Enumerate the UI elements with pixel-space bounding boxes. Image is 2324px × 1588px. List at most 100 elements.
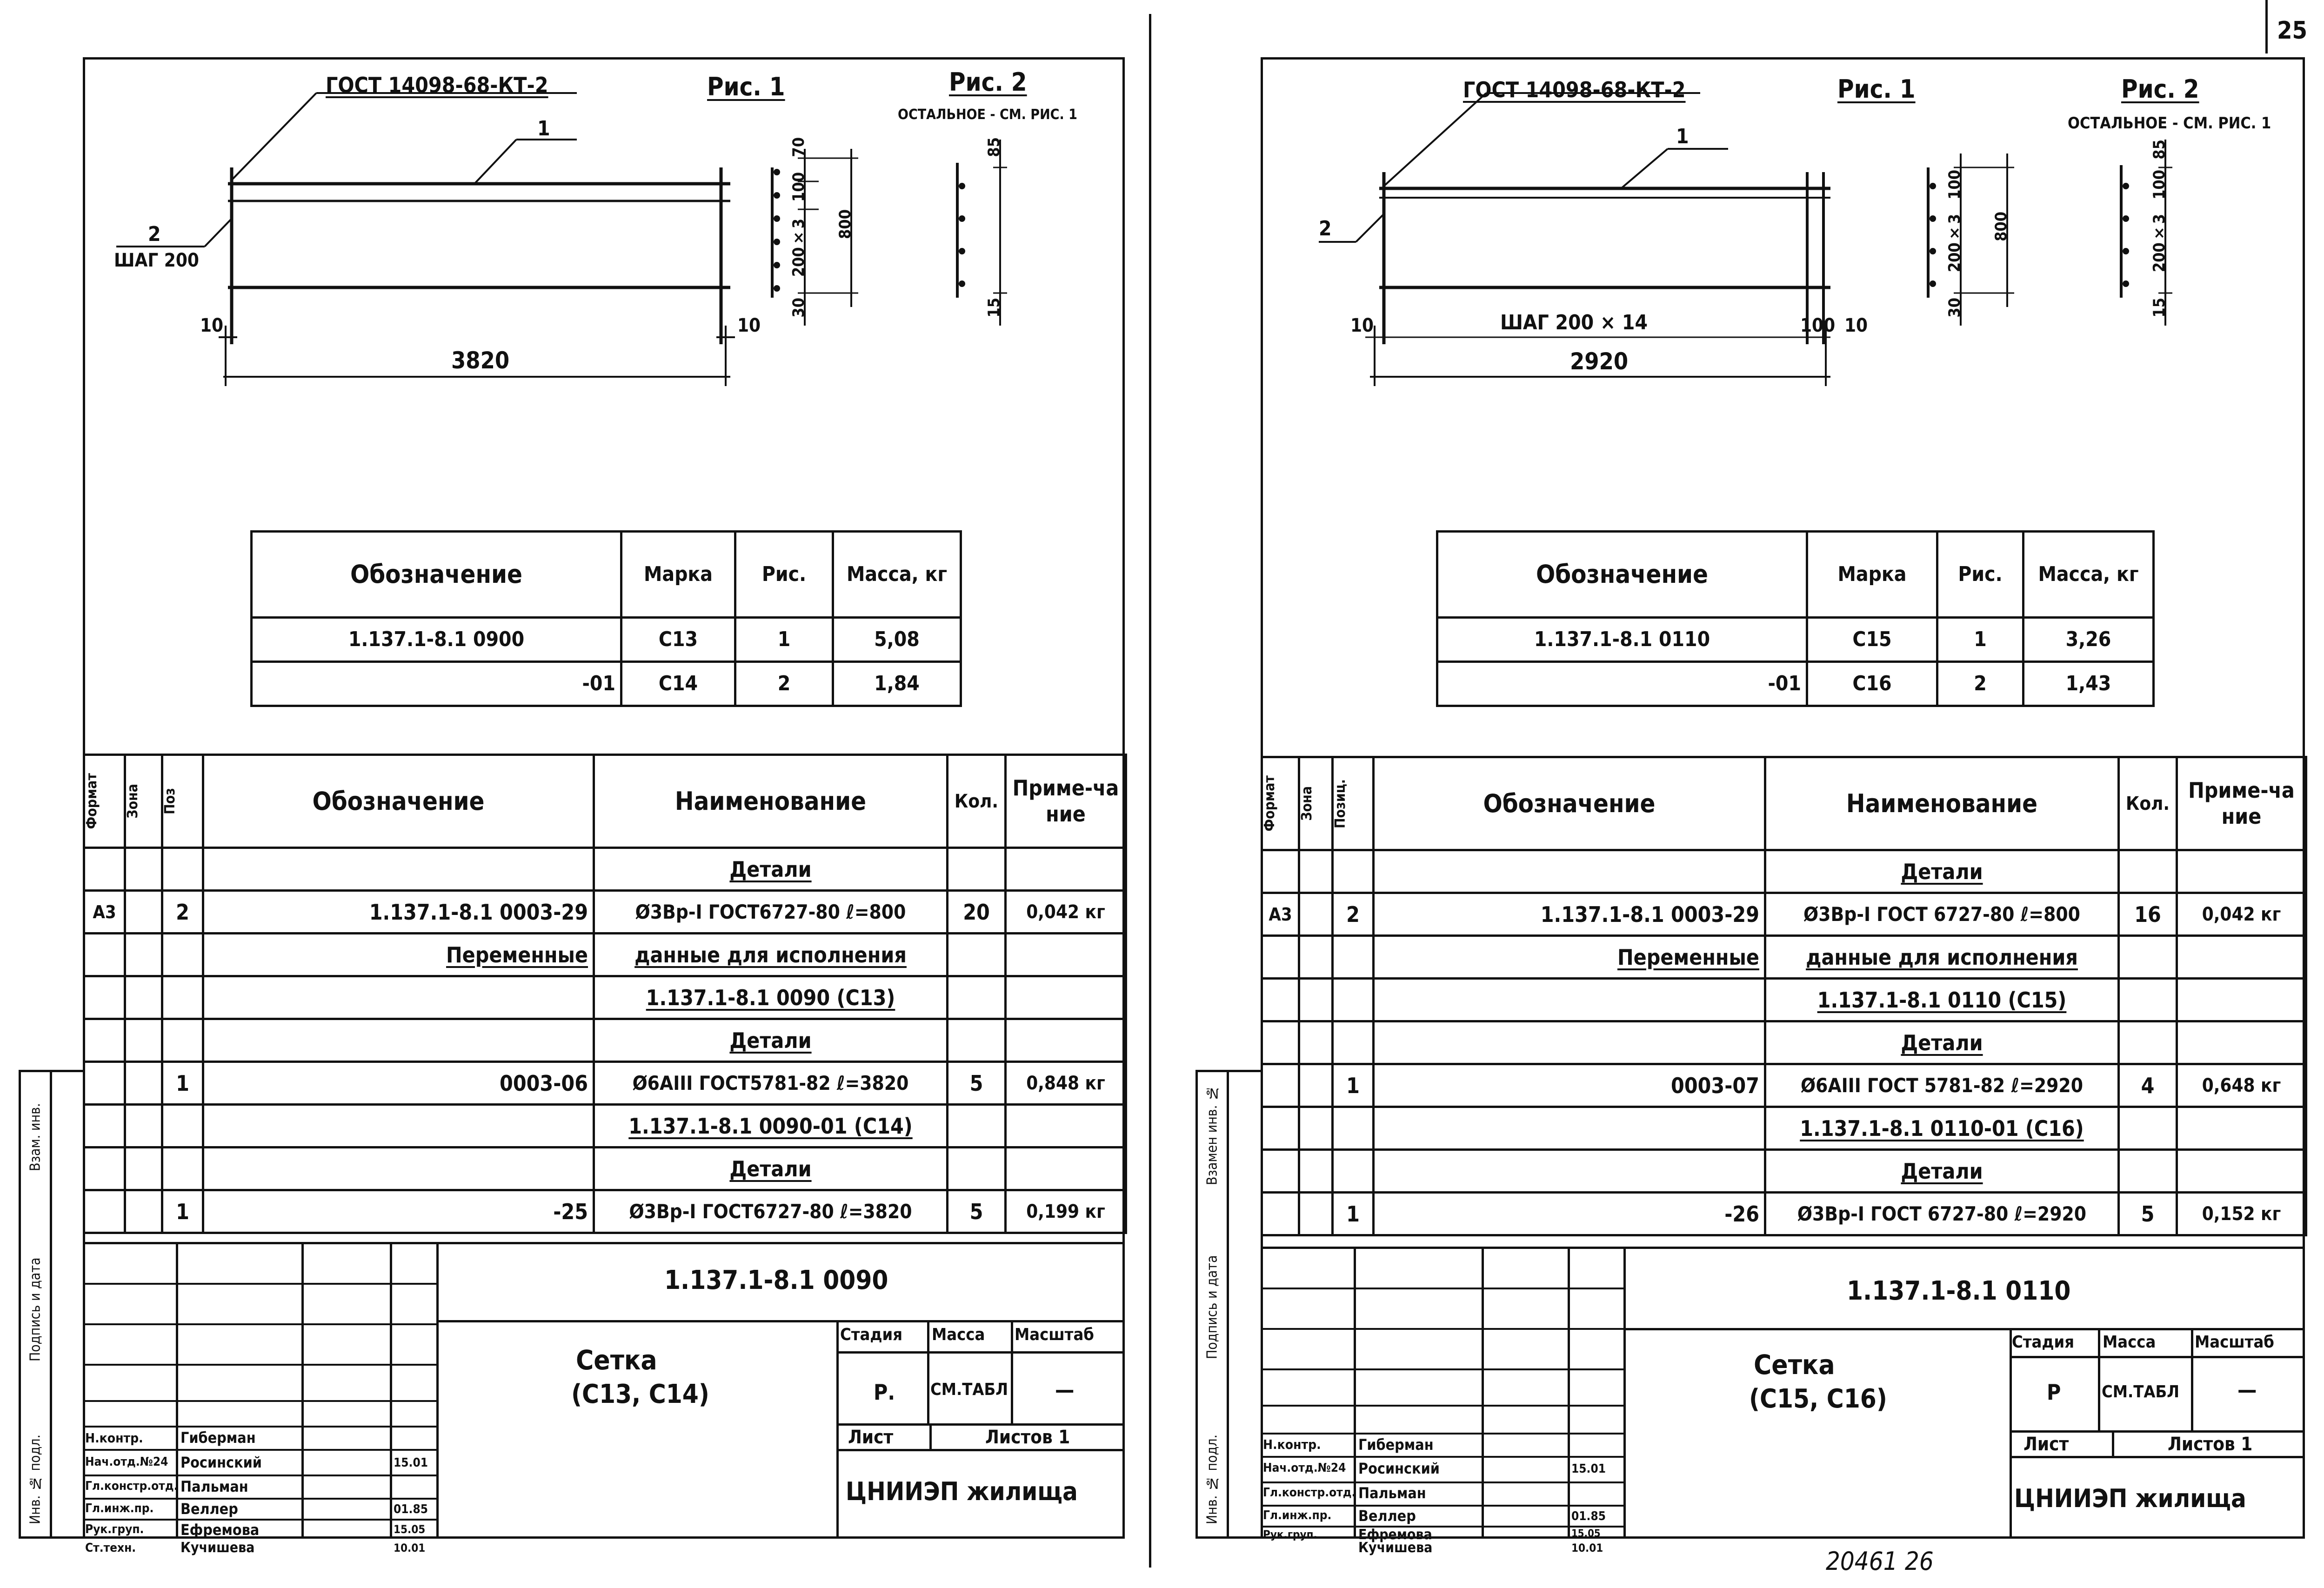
sec1-dim-100: 100 xyxy=(789,172,808,202)
marks-cell: С13 xyxy=(620,616,736,663)
title-code: 1.137.1-8.1 0110 xyxy=(1847,1276,2071,1306)
callout-2: 2 xyxy=(1319,217,1332,240)
org-name: ЦНИИЭП жилища xyxy=(2014,1484,2246,1513)
spec-qty: 5 xyxy=(2117,1191,2178,1236)
spec-note: 0,648 кг xyxy=(2176,1063,2307,1108)
spec-qty: 20 xyxy=(946,889,1007,934)
title-name-marks: (С15, С16) xyxy=(1749,1384,1887,1414)
person-name: Кучишева xyxy=(180,1540,255,1556)
spec-desig: -26 xyxy=(1372,1191,1766,1236)
role-label: Гл.констр.отд. xyxy=(1263,1486,1356,1500)
scale-value: — xyxy=(1055,1377,1075,1402)
org-name: ЦНИИЭП жилища xyxy=(846,1477,1078,1506)
spec-desig: -25 xyxy=(202,1189,595,1234)
marks-h-mass: Масса, кг xyxy=(832,530,962,619)
spec-table: Формат Зона Позиц. Обозначение Наименова… xyxy=(1261,756,2307,1236)
marks-cell: 1,43 xyxy=(2022,661,2155,707)
marks-h-designation: Обозначение xyxy=(250,530,622,619)
sheet-label: Лист xyxy=(848,1427,894,1448)
step-label: ШАГ 200 xyxy=(114,250,199,271)
spec-section: Детали xyxy=(1764,1148,2120,1194)
marks-table: Обозначение Марка Рис. Масса, кг 1.137.1… xyxy=(250,530,962,707)
role-label: Гл.инж.пр. xyxy=(85,1501,154,1515)
spec-qty: 4 xyxy=(2117,1063,2178,1108)
spec-h-qty: Кол. xyxy=(2117,756,2178,851)
spec-variant: 1.137.1-8.1 0110-01 (С16) xyxy=(1764,1106,2120,1151)
sec2-dim-15: 15 xyxy=(2150,298,2169,318)
role-label: Н.контр. xyxy=(85,1430,143,1446)
person-name: Пальман xyxy=(180,1478,248,1495)
callout-1: 1 xyxy=(537,117,550,140)
spec-qty: 16 xyxy=(2117,892,2178,937)
dim-right: 10 xyxy=(1844,315,1868,336)
callout-1: 1 xyxy=(1676,125,1689,148)
spec-variant: 1.137.1-8.1 0110 (С15) xyxy=(1764,977,2120,1022)
spec-note: 0,042 кг xyxy=(1004,889,1127,934)
sign-date: 01.85 xyxy=(394,1502,428,1516)
marks-table: Обозначение Марка Рис. Масса, кг 1.137.1… xyxy=(1436,530,2155,707)
sign-date: 15.01 xyxy=(394,1456,428,1470)
spec-variant: 1.137.1-8.1 0090-01 (С14) xyxy=(593,1103,948,1148)
sign-date: 01.85 xyxy=(1571,1509,1606,1523)
marks-cell: С14 xyxy=(620,661,736,707)
mass-header: Масса xyxy=(2103,1333,2156,1352)
spec-variable-label: данные для исполнения xyxy=(593,932,948,977)
spec-qty: 5 xyxy=(946,1189,1007,1234)
sidebar-sign: Подпись и дата xyxy=(1204,1255,1221,1359)
spec-table: Формат Зона Поз Обозначение Наименование… xyxy=(83,754,1127,1234)
spec-h-name: Наименование xyxy=(593,754,948,849)
spec-h-format: Формат xyxy=(83,754,126,849)
marks-h-fig: Рис. xyxy=(1936,530,2024,619)
fold-line xyxy=(1149,14,1151,1568)
sec2-dim-85: 85 xyxy=(2150,140,2169,160)
sheet-number: 25 xyxy=(2277,17,2308,45)
spec-pos: 2 xyxy=(161,889,204,934)
title-name-marks: (С13, С14) xyxy=(571,1379,709,1409)
sign-date: 10.01 xyxy=(394,1541,426,1555)
spec-name: Ø6АIII ГОСТ 5781-82 ℓ=2920 xyxy=(1764,1063,2120,1108)
sec2-dim-85: 85 xyxy=(985,137,1003,157)
spec-name: Ø3Вр-I ГОСТ 6727-80 ℓ=800 xyxy=(1764,892,2120,937)
sec1-dim-800: 800 xyxy=(836,209,855,239)
spec-name: Ø3Вр-I ГОСТ6727-80 ℓ=3820 xyxy=(593,1189,948,1234)
spec-h-designation: Обозначение xyxy=(202,754,595,849)
corner-divider xyxy=(2265,0,2268,53)
mass-value: СМ.ТАБЛ xyxy=(930,1380,1008,1399)
marks-cell: -01 xyxy=(250,661,622,707)
dim-total: 3820 xyxy=(451,347,510,374)
person-name: Ефремова xyxy=(180,1521,260,1539)
marks-h-mark: Марка xyxy=(620,530,736,619)
spec-section: Детали xyxy=(1764,1020,2120,1065)
person-name: Гиберман xyxy=(1358,1436,1434,1454)
sidebar-strip: Инв. № подл. Подпись и дата Взам. инв. xyxy=(19,1070,85,1539)
spec-name: Ø3Вр-I ГОСТ6727-80 ℓ=800 xyxy=(593,889,948,934)
sec1-dim-100: 100 xyxy=(1945,170,1964,200)
marks-h-mass: Масса, кг xyxy=(2022,530,2155,619)
marks-cell: 2 xyxy=(1936,661,2024,707)
sidebar-sign: Подпись и дата xyxy=(27,1257,44,1361)
spec-variant: 1.137.1-8.1 0090 (С13) xyxy=(593,975,948,1020)
scale-header: Масштаб xyxy=(1015,1325,1094,1344)
title-block: 1.137.1-8.1 0110 Сетка (С15, С16) Стадия… xyxy=(1261,1247,2305,1543)
spec-variable-label: Переменные xyxy=(1372,934,1766,980)
dim-left: 10 xyxy=(1350,315,1374,336)
person-name: Ефремова xyxy=(1358,1527,1432,1543)
title-name: Сетка xyxy=(1754,1349,1835,1381)
scale-value: — xyxy=(2237,1377,2257,1402)
spec-desig: 1.137.1-8.1 0003-29 xyxy=(202,889,595,934)
fig1-label: Рис. 1 xyxy=(1837,74,1916,104)
person-name: Росинский xyxy=(1358,1460,1440,1477)
sign-date: 15.01 xyxy=(1571,1462,1606,1476)
fig2-note: ОСТАЛЬНОЕ - СМ. РИС. 1 xyxy=(898,107,1077,123)
spec-name: Ø3Вр-I ГОСТ 6727-80 ℓ=2920 xyxy=(1764,1191,2120,1236)
marks-cell: 1,84 xyxy=(832,661,962,707)
spec-section: Детали xyxy=(593,847,948,892)
sec2-dim-200x3: 200×3 xyxy=(2150,214,2169,273)
spec-pos: 1 xyxy=(161,1061,204,1106)
sidebar-inv: Инв. № подл. xyxy=(27,1434,44,1524)
spec-note: 0,152 кг xyxy=(2176,1191,2307,1236)
role-label: Рук.груп. xyxy=(85,1522,144,1536)
dim-right: 10 xyxy=(737,315,761,336)
marks-cell: С15 xyxy=(1806,616,1938,663)
mass-value: СМ.ТАБЛ xyxy=(2102,1382,2180,1401)
